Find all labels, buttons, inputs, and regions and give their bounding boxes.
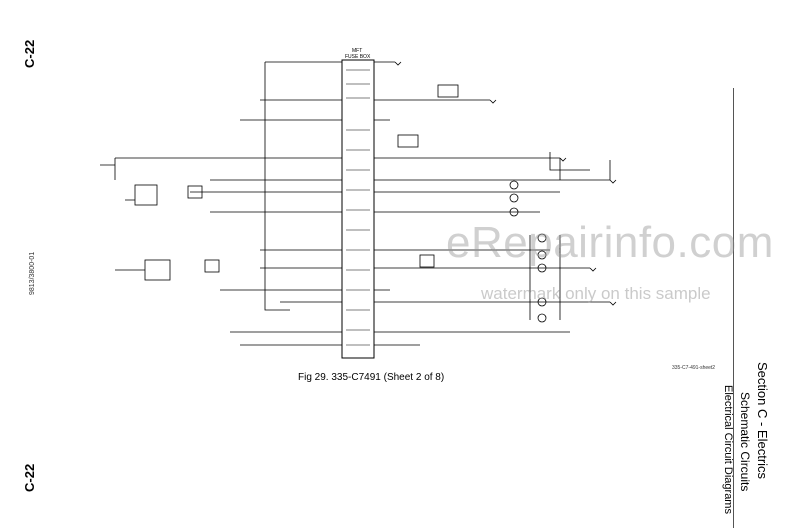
schematic-diagram: MFT FUSE BOX <box>100 48 617 359</box>
section-sub-subtitle: Electrical Circuit Diagrams <box>722 385 734 514</box>
section-title: Section C - Electrics <box>755 362 770 480</box>
fuse-box <box>341 59 375 359</box>
fuse-box-label-line1: MFT <box>352 48 362 54</box>
page-code-top: C-22 <box>22 39 37 68</box>
section-subtitle: Schematic Circuits <box>738 392 752 492</box>
watermark-sub: watermark only on this sample <box>481 284 711 303</box>
drawing-reference: 335-C7-491-sheet2 <box>672 365 716 371</box>
figure-caption: Fig 29. 335-C7491 (Sheet 2 of 8) <box>298 372 445 383</box>
section-divider <box>733 88 734 528</box>
watermark-main: eRepairinfo.com <box>446 218 774 267</box>
document-number: 9813/3800-01 <box>29 251 36 295</box>
fuse-box-label-line2: FUSE BOX <box>345 54 371 60</box>
page-code-bottom: C-22 <box>22 463 37 492</box>
